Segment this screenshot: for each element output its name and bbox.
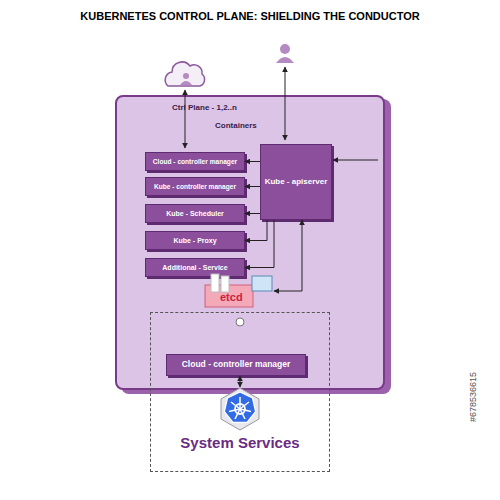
component-box: Kube - Scheduler	[145, 204, 245, 223]
box-label: Kube - Scheduler	[164, 210, 226, 218]
component-box: Additional - Service	[145, 258, 245, 277]
box-label: Kube - apiserver	[263, 178, 330, 187]
panel-label: Ctrl Plane - 1,2..n	[172, 103, 237, 112]
box-label: Cloud - controller manager	[180, 360, 293, 369]
box-label: Kube - controller manager	[152, 183, 238, 190]
control-plane-panel: Ctrl Plane - 1,2..nContainersCloud - con…	[115, 95, 385, 390]
watermark-text: #678536615	[468, 372, 478, 422]
apiserver-box: Kube - apiserver	[260, 144, 332, 220]
box-label: Additional - Service	[160, 264, 229, 272]
component-box: Kube - controller manager	[145, 177, 245, 196]
component-box: Kube - Proxy	[145, 231, 245, 250]
store-label: etcd	[220, 291, 243, 303]
component-box: Cloud - controller manager	[166, 354, 306, 376]
group-title: System Services	[151, 434, 329, 451]
etcd-store: etcd	[202, 272, 274, 310]
kubernetes-logo	[221, 388, 259, 430]
cloud-icon	[165, 62, 204, 86]
panel-label: Containers	[215, 121, 257, 130]
system-services-frame: System Services Cloud - controller manage…	[150, 312, 330, 472]
box-label: Kube - Proxy	[171, 237, 218, 245]
box-label: Cloud - controller manager	[151, 158, 239, 165]
diagram-title: KUBERNETES CONTROL PLANE: SHIELDING THE …	[0, 10, 500, 22]
user-icon	[276, 44, 294, 63]
component-box: Cloud - controller manager	[145, 152, 245, 171]
